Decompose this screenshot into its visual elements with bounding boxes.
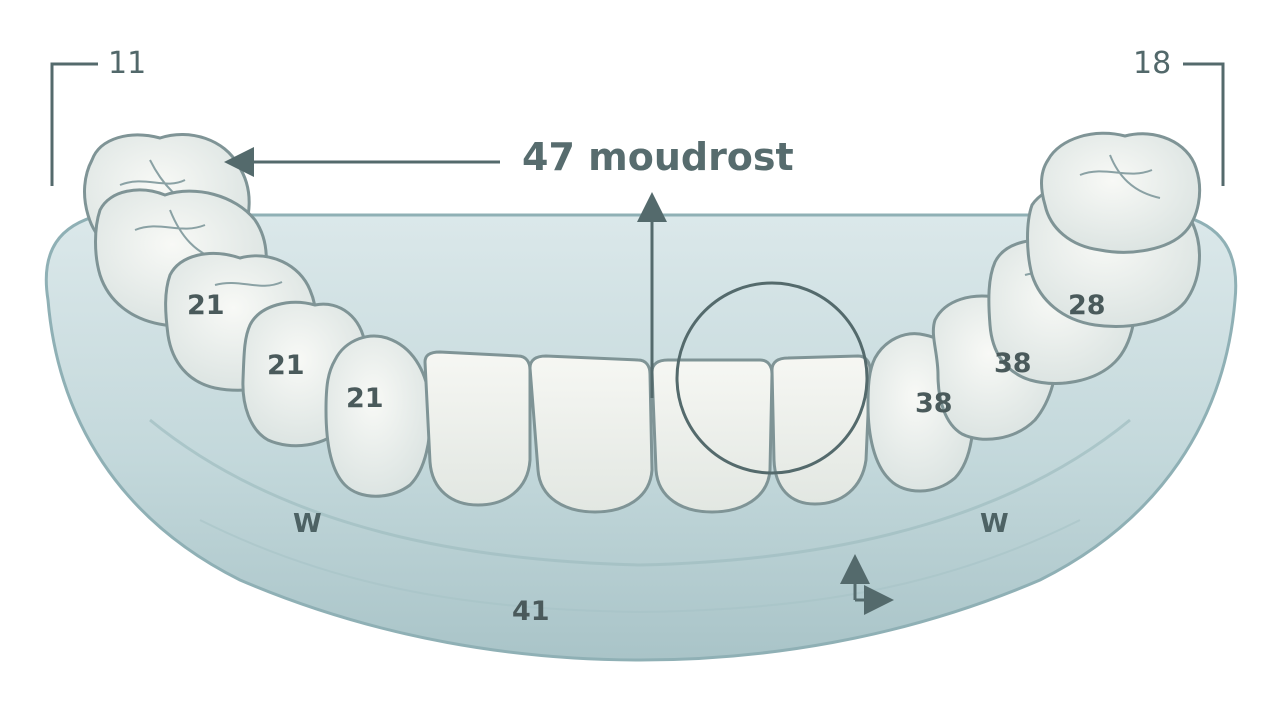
callout-title: 47 moudrost xyxy=(522,135,794,179)
bottom-label: 41 xyxy=(512,596,550,627)
side-label-right: W xyxy=(980,509,1009,539)
corner-label-right: 18 xyxy=(1133,46,1171,81)
tooth-label-left-molar-1: 21 xyxy=(187,290,225,321)
axis-marker-icon xyxy=(840,554,894,615)
right-molar-back xyxy=(1040,131,1202,254)
bracket-top-left xyxy=(50,62,98,186)
left-premolar-1 xyxy=(324,334,432,498)
tooth-label-right-premolar: 38 xyxy=(915,388,953,419)
gum-inner-ridge xyxy=(149,418,1131,567)
tooth-label-right-molar-2: 38 xyxy=(994,348,1032,379)
tooth-label-left-molar-2: 21 xyxy=(267,350,305,381)
corner-label-left: 11 xyxy=(108,46,146,81)
bracket-top-right xyxy=(1183,62,1225,186)
gum-lower-ridge xyxy=(199,519,1081,614)
incisor-4 xyxy=(770,354,872,506)
tooth-label-right-molar-1: 28 xyxy=(1068,290,1106,321)
highlight-circle xyxy=(675,281,869,475)
incisor-2 xyxy=(528,354,654,514)
incisor-3 xyxy=(650,358,774,514)
tooth-label-left-premolar: 21 xyxy=(346,383,384,414)
side-label-left: W xyxy=(293,509,322,539)
incisor-1 xyxy=(423,350,532,507)
